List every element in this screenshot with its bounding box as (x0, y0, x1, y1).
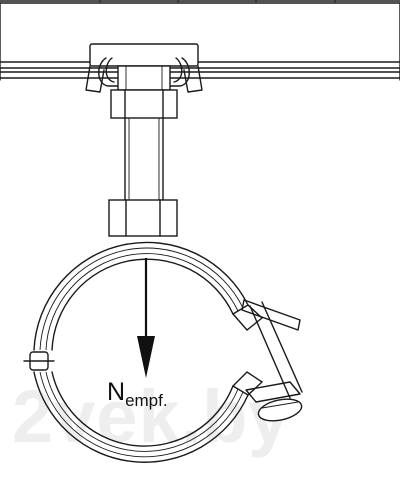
hex-nut-lower (108, 199, 178, 237)
force-label: Nempf. (107, 378, 168, 410)
threaded-rod (124, 117, 164, 201)
clamp-ring (23, 241, 249, 463)
force-arrow (137, 258, 155, 378)
hex-nut-upper (110, 89, 178, 119)
channel-nut (85, 43, 203, 93)
mounting-rail (0, 0, 400, 81)
clamp-closure (231, 299, 303, 422)
force-label-main: N (107, 378, 126, 406)
force-label-subscript: empf. (125, 391, 168, 410)
